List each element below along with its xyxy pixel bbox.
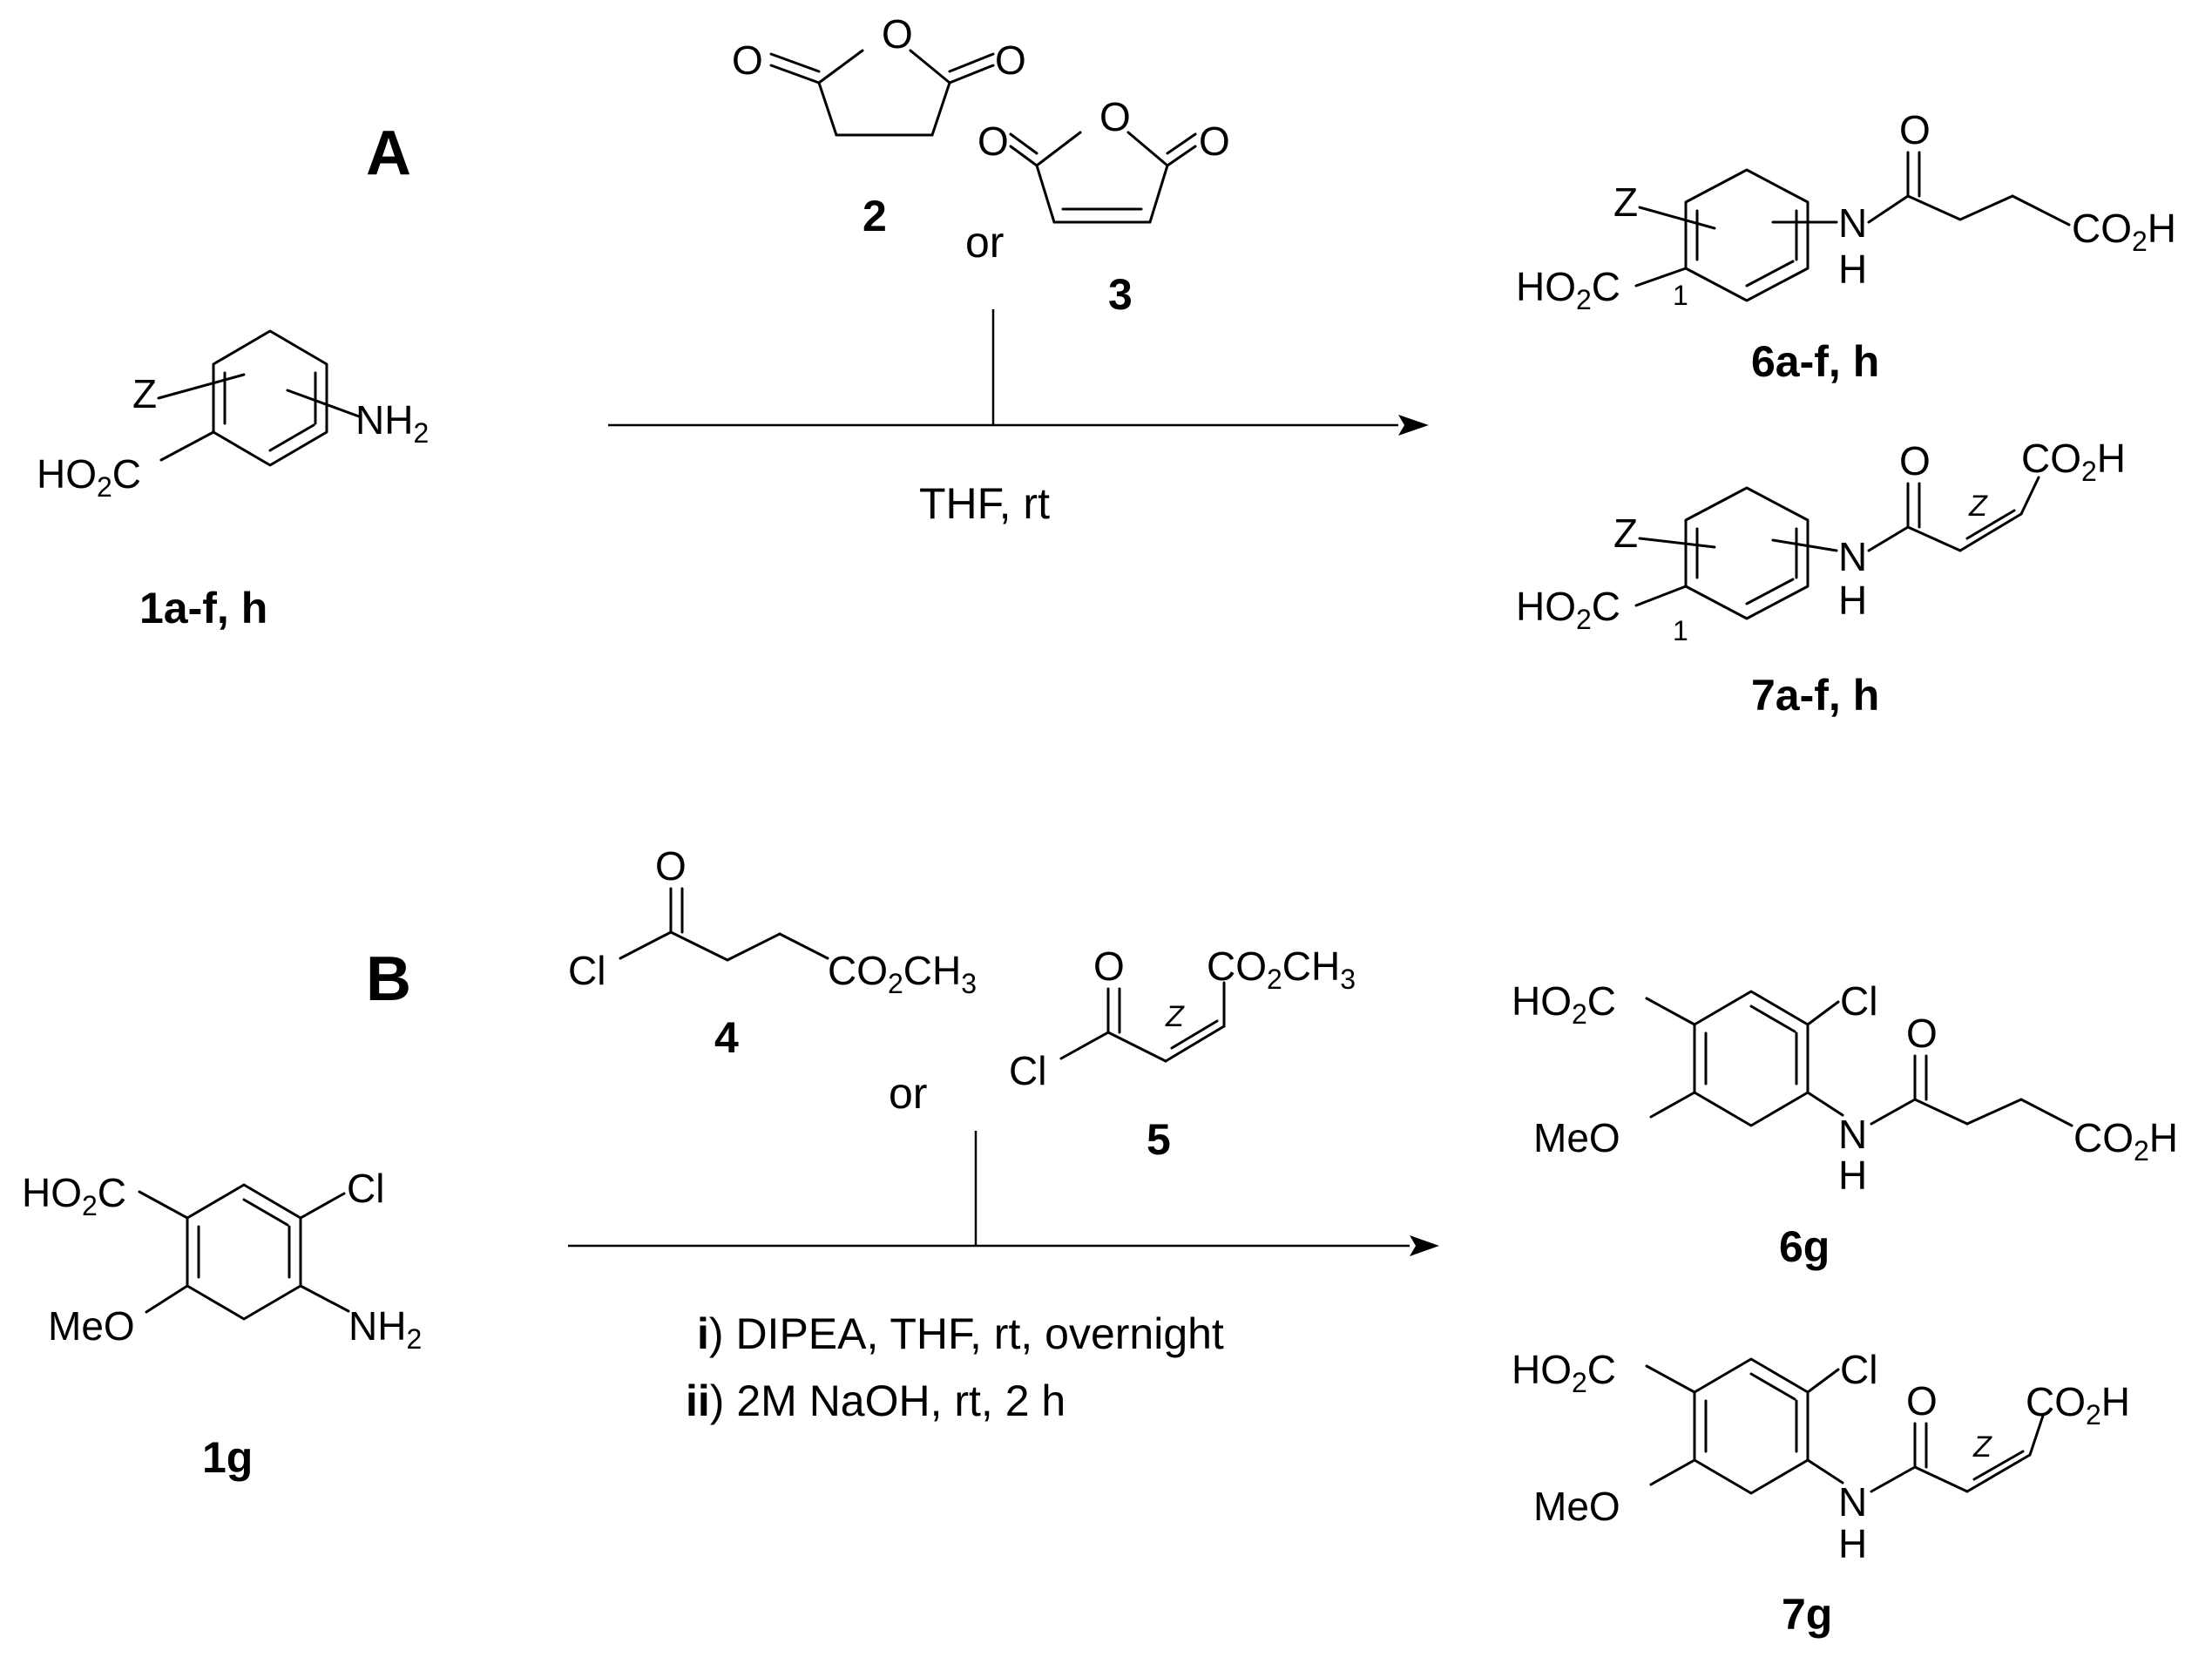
carboxylic-acid-group: HO2C [37,451,141,503]
substituent-z: Z [1613,511,1638,556]
stereo-descriptor-z: Z [1165,1000,1185,1033]
carbonyl-oxygen: O [655,843,687,889]
carbonyl-oxygen: O [1199,118,1230,164]
methyl-maleyl-chloride-structure: Cl O Z CO2CH3 [1009,943,1356,1093]
carboxylic-acid-group: HO2C [1512,978,1616,1030]
carboxylic-acid-group: CO2H [2026,1379,2130,1430]
succinamic-acid-product-structure: Z N H O CO2H HO2C 1 [1516,107,2176,315]
ring-locant: 1 [1673,615,1688,646]
substituent-z: Z [1613,179,1638,225]
carbonyl-oxygen: O [1899,438,1931,484]
carbonyl-oxygen: O [1093,943,1125,989]
carboxylic-acid-group: HO2C [22,1170,126,1221]
methyl-ester-group: CO2CH3 [1207,943,1356,995]
compound-1g-label: 1g [202,1433,253,1482]
reaction-arrow-a [608,309,1429,436]
maleamic-acid-product-structure: Z N H O Z CO2H HO2C 1 [1516,436,2126,646]
amide-nitrogen: N [1838,1112,1867,1157]
amide-nitrogen: N [1838,200,1867,246]
methoxy-group: MeO [1533,1115,1620,1160]
methoxy-group: MeO [1533,1484,1620,1529]
amide-nitrogen: N [1838,1479,1867,1525]
ring-locant: 1 [1673,280,1688,311]
conditions-a: THF, rt [919,479,1050,528]
chlorine: Cl [1840,978,1877,1024]
condition-step-2: ii) 2M NaOH, rt, 2 h [686,1376,1065,1425]
section-a-header: A [366,118,411,188]
amide-hydrogen: H [1838,1521,1867,1566]
chlorine: Cl [347,1166,384,1211]
amino-group: NH2 [355,397,429,449]
product-7g-structure: HO2C Cl MeO N H O Z CO2H [1512,1347,2130,1566]
section-b-header: B [366,944,411,1014]
compound-2-label: 2 [862,192,887,240]
carboxylic-acid-group: HO2C [1516,264,1620,315]
carboxylic-acid-group: HO2C [1512,1347,1616,1398]
succinic-anhydride-structure: O O O [732,11,1026,137]
methyl-succinyl-chloride-structure: Cl O CO2CH3 [568,843,977,999]
compound-1a-f-h-label: 1a-f, h [139,584,267,632]
or-label-a: or [965,218,1004,267]
ring-oxygen: O [882,11,913,57]
amide-hydrogen: H [1838,1153,1867,1198]
chloro-methoxy-aminobenzoic-acid-structure: HO2C Cl NH2 MeO [22,1166,422,1355]
amide-nitrogen: N [1838,534,1867,579]
carboxylic-acid-group: CO2H [2021,436,2126,487]
or-label-b: or [889,1069,927,1118]
maleic-anhydride-structure: O O O [977,94,1230,224]
compound-6g-label: 6g [1779,1222,1830,1271]
compound-6a-f-h-label: 6a-f, h [1751,337,1879,386]
product-6g-structure: HO2C Cl MeO N H O CO2H [1512,978,2178,1198]
substituent-z: Z [132,371,157,416]
compound-4-label: 4 [714,1013,739,1062]
carbonyl-oxygen: O [995,37,1026,83]
compound-3-label: 3 [1108,270,1133,319]
carbonyl-oxygen: O [732,37,763,83]
carboxylic-acid-group: HO2C [1516,584,1620,635]
chlorine: Cl [568,948,605,993]
methyl-ester-group: CO2CH3 [828,948,977,999]
reaction-arrow-b [568,1131,1439,1256]
amino-group: NH2 [348,1303,422,1355]
carbonyl-oxygen: O [1906,1378,1938,1424]
carbonyl-oxygen: O [1899,107,1931,152]
carbonyl-oxygen: O [1906,1011,1938,1056]
condition-step-1: i) DIPEA, THF, rt, overnight [697,1309,1224,1358]
methoxy-group: MeO [48,1303,135,1349]
compound-7a-f-h-label: 7a-f, h [1751,671,1879,720]
carboxylic-acid-group: CO2H [2073,1115,2178,1167]
stereo-descriptor-z: Z [1968,490,1988,523]
ring-oxygen: O [1099,94,1131,139]
carboxylic-acid-group: CO2H [2072,206,2176,257]
compound-7g-label: 7g [1782,1590,1832,1639]
stereo-descriptor-z: Z [1972,1430,1992,1464]
chlorine: Cl [1840,1347,1877,1392]
compound-5-label: 5 [1147,1115,1171,1164]
amide-hydrogen: H [1838,578,1867,623]
aminobenzoic-acid-structure: Z NH2 HO2C [37,329,429,503]
amide-hydrogen: H [1838,247,1867,292]
carbonyl-oxygen: O [977,118,1009,164]
chlorine: Cl [1009,1048,1046,1093]
